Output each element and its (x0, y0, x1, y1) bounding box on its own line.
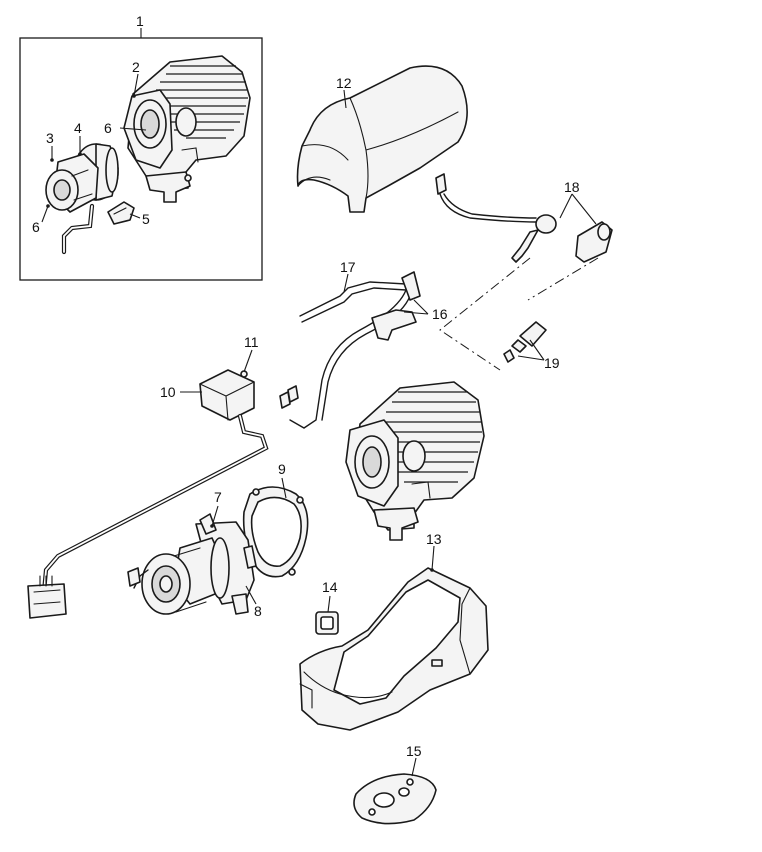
connector-dash-line (439, 257, 531, 371)
gasket-part-9 (242, 486, 309, 578)
callout-2: 2 (132, 59, 140, 75)
callout-8: 8 (254, 603, 262, 619)
wiring-harness-part-17 (279, 271, 421, 429)
lower-housing-part-13 (299, 567, 489, 731)
sensor-assembly-part-18 (435, 173, 613, 263)
grommet-part-14 (315, 611, 339, 635)
callout-19: 19 (544, 355, 560, 371)
callout-15: 15 (406, 743, 422, 759)
callout-18: 18 (564, 179, 580, 195)
callout-7: 7 (214, 489, 222, 505)
mounting-plate-part-15 (353, 773, 437, 825)
plug-part-19 (503, 321, 547, 363)
control-unit-part-10 (27, 369, 269, 619)
connector-dash-line-2 (527, 257, 599, 301)
inset-blower-motor (45, 143, 119, 255)
callout-11: 11 (244, 334, 259, 350)
callout-14: 14 (322, 579, 338, 595)
callout-1: 1 (136, 13, 144, 29)
callout-9: 9 (278, 461, 286, 477)
heat-exchanger-main (345, 381, 485, 541)
leader-lines (41, 73, 597, 777)
inset-heat-exchanger (123, 55, 251, 203)
callout-6-inset-heat-exchanger: 6 (104, 120, 112, 136)
upper-cover-part-12 (296, 65, 468, 213)
blower-motor-part-7 (127, 513, 257, 615)
callout-16: 16 (432, 306, 448, 322)
callout-4: 4 (74, 120, 82, 136)
callout-17: 17 (340, 259, 356, 275)
callout-5: 5 (142, 211, 150, 227)
callout-12: 12 (336, 75, 352, 91)
callout-3: 3 (46, 130, 54, 146)
callout-13: 13 (426, 531, 442, 547)
inset-connector-part-5 (107, 201, 135, 225)
callout-10: 10 (160, 384, 176, 400)
callout-6-inset-blower: 6 (32, 219, 40, 235)
